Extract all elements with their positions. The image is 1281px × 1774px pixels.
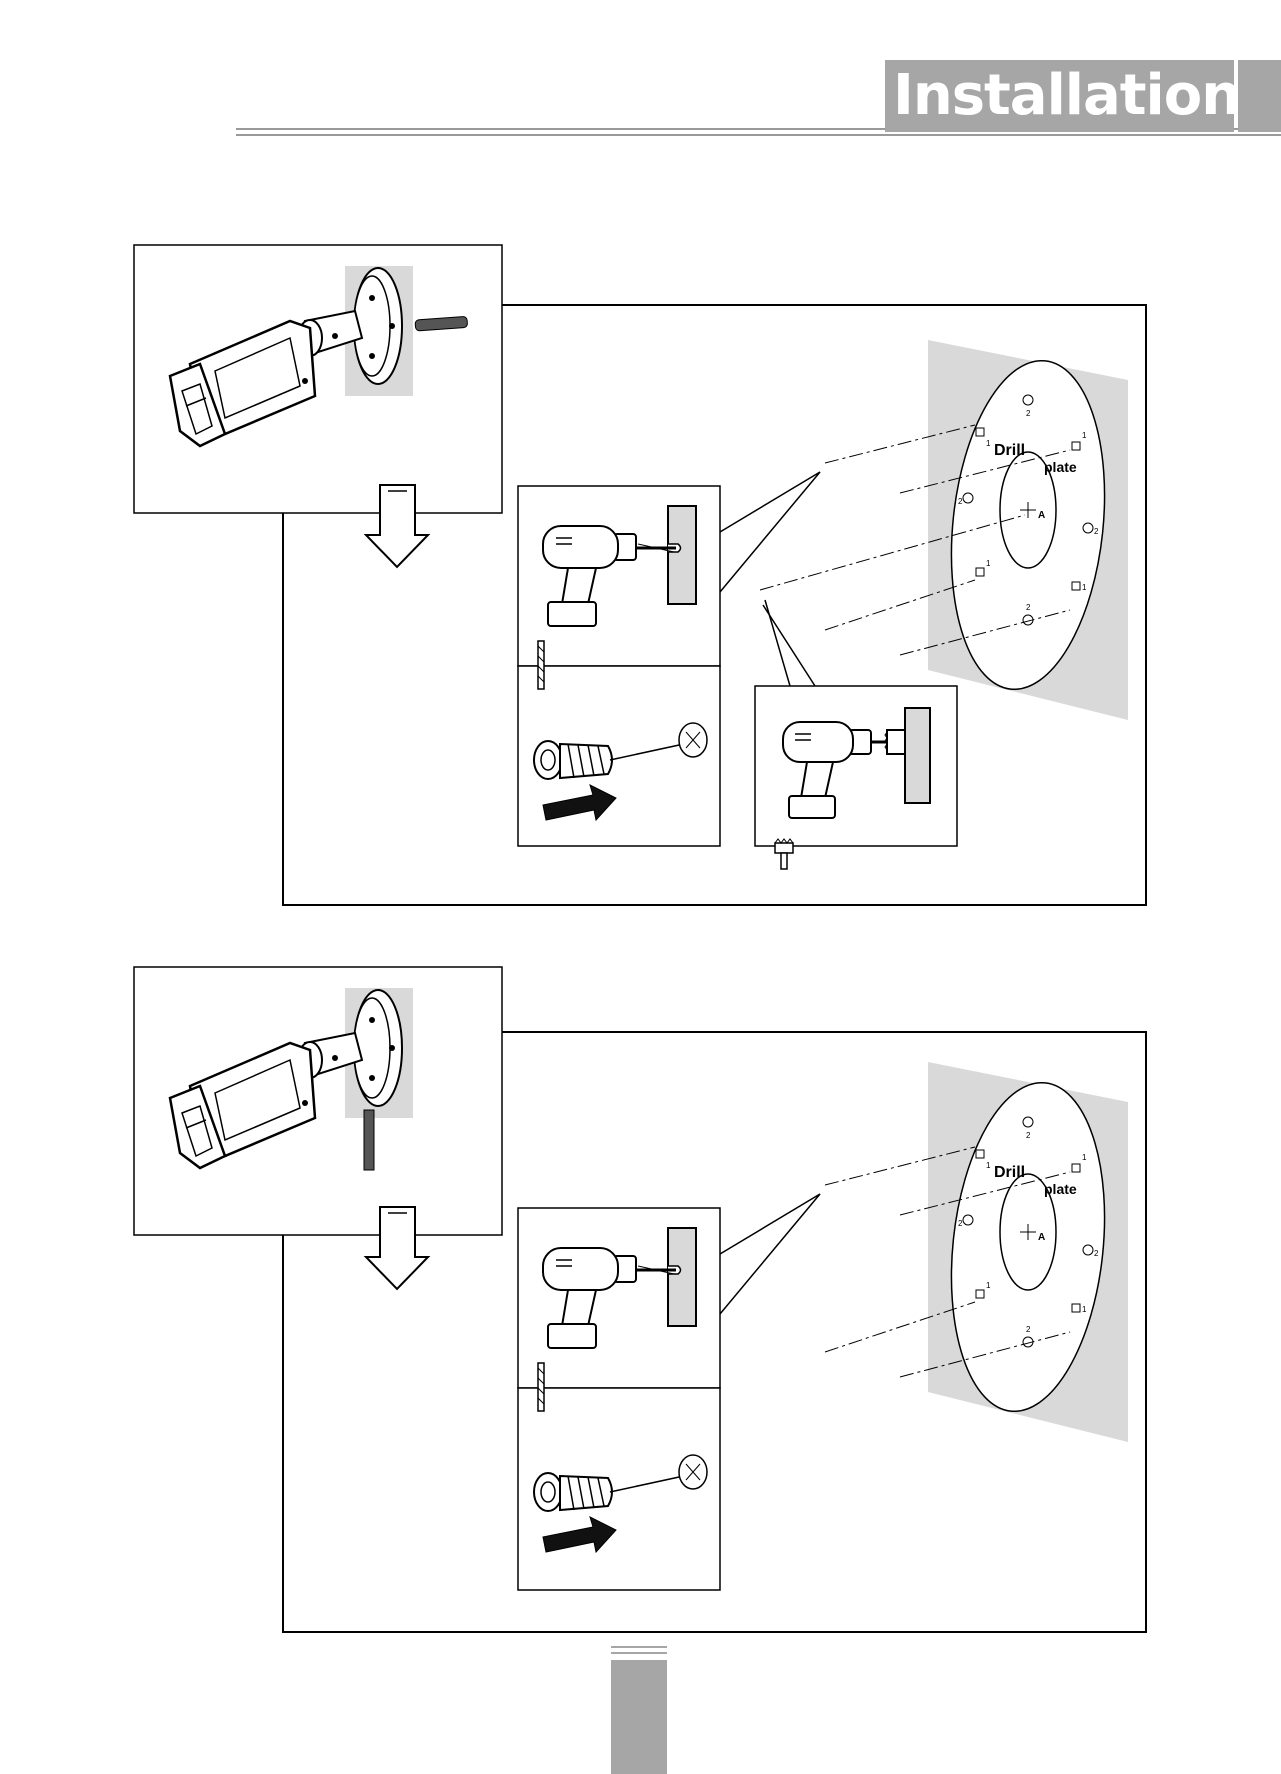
hole-label: 2 — [1026, 1325, 1031, 1334]
footer-rule — [611, 1646, 667, 1648]
figure-side-cable-mount: Drill plate A 2 2 2 2 1 1 1 1 — [0, 962, 1281, 1642]
drill-template: Drill plate A 2 2 2 2 1 1 1 1 — [928, 340, 1128, 720]
hole-label: 1 — [986, 559, 991, 568]
hole-label: 2 — [958, 497, 963, 506]
hole-label: 1 — [1082, 583, 1087, 592]
svg-text:plate: plate — [1044, 459, 1077, 475]
hole-label: 1 — [986, 1281, 991, 1290]
hole-label: 1 — [1082, 1305, 1087, 1314]
hole-label: 1 — [986, 1161, 991, 1170]
hole-label: 2 — [1094, 1249, 1099, 1258]
hole-label: 2 — [1026, 409, 1031, 418]
svg-text:Drill: Drill — [994, 442, 1025, 459]
figure-rear-cable-mount: Drill plate A 2 2 2 2 1 1 1 1 — [0, 240, 1281, 920]
page-number-tab — [611, 1660, 667, 1774]
hole-label: 1 — [1082, 1153, 1087, 1162]
svg-text:A: A — [1038, 1232, 1045, 1243]
svg-text:Drill: Drill — [994, 1164, 1025, 1181]
hole-label: 2 — [1026, 1131, 1031, 1140]
svg-text:A: A — [1038, 510, 1045, 521]
header-tab-edge — [1238, 60, 1281, 132]
hole-label: 2 — [1094, 527, 1099, 536]
hole-label: 2 — [958, 1219, 963, 1228]
hole-label: 2 — [1026, 603, 1031, 612]
hole-label: 1 — [1082, 431, 1087, 440]
footer-rule-secondary — [611, 1652, 667, 1654]
page-title: Installation — [893, 60, 1240, 132]
drill-template: Drill plate A 2 2 2 2 1 1 1 1 — [928, 1062, 1128, 1442]
header-rule-secondary — [236, 134, 1281, 136]
svg-text:plate: plate — [1044, 1181, 1077, 1197]
hole-label: 1 — [986, 439, 991, 448]
